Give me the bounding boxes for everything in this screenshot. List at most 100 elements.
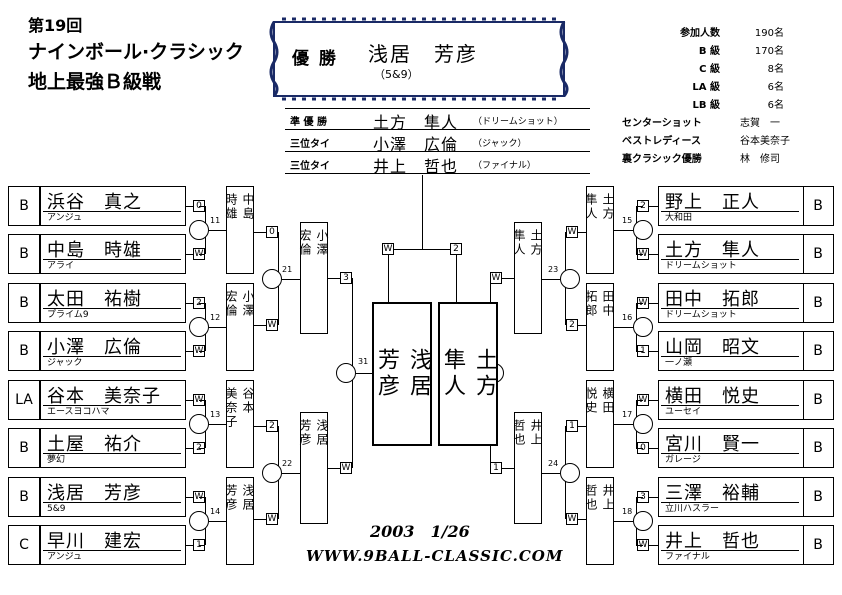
bracket-line <box>186 497 193 498</box>
advancer-card: 横田 悦史 <box>584 380 615 468</box>
player-name: 中島 時雄 <box>47 240 142 261</box>
player-affiliation: ドリームショット <box>665 261 737 271</box>
advancer-card: 中島 時雄 <box>224 186 255 274</box>
bracket-line <box>578 519 586 520</box>
bracket-line <box>388 249 389 302</box>
name-underline <box>661 308 799 309</box>
bracket-line <box>614 521 633 522</box>
score-box: W <box>266 319 278 331</box>
match-circle <box>336 363 356 383</box>
name-underline <box>661 211 799 212</box>
score-box: 2 <box>450 243 462 255</box>
player-card: 土方 隼人ドリームショット <box>658 234 804 274</box>
bracket-line <box>199 400 205 401</box>
bracket-line <box>282 278 300 280</box>
match-number: 18 <box>622 507 633 516</box>
name-underline <box>661 405 799 406</box>
award-value: 谷本美奈子 <box>740 136 790 147</box>
bracket-line <box>578 426 586 427</box>
result-affiliation: （ドリームショット） <box>473 117 563 127</box>
match-number: 17 <box>622 410 633 419</box>
result-affiliation: （ファイナル） <box>473 161 536 171</box>
bracket-line <box>186 448 193 449</box>
advancer-card: 井上 哲也 <box>584 477 615 565</box>
score-box: W <box>566 226 578 238</box>
player-name: 横田 悦史 <box>665 386 760 407</box>
player-affiliation: ガレージ <box>665 455 701 465</box>
player-name: 野上 正人 <box>665 192 760 213</box>
scroll-ornament <box>269 17 569 101</box>
match-number: 11 <box>210 216 221 225</box>
stat-label: C 級 <box>699 64 720 75</box>
player-name: 田中 拓郎 <box>665 289 760 310</box>
player-affiliation: 5&9 <box>47 504 66 514</box>
bracket-line <box>649 545 658 546</box>
bracket-line <box>502 278 514 279</box>
player-affiliation: ファイナル <box>665 552 710 562</box>
player-card: 小澤 広倫ジャック <box>40 331 186 371</box>
award-label: 裏クラシック優勝 <box>622 154 702 165</box>
name-underline <box>43 502 181 503</box>
bracket-line <box>636 254 643 255</box>
advancer-card: 小澤 宏倫 <box>224 283 255 371</box>
semifinalist-card: 浅居 芳彦 <box>298 412 329 524</box>
bracket-line <box>282 472 300 474</box>
bracket-line <box>186 303 193 304</box>
bracket-line <box>186 400 193 401</box>
class-badge: B <box>802 283 834 323</box>
bracket-line <box>199 303 205 304</box>
match-circle <box>189 317 209 337</box>
player-card: 横田 悦史ユーセイ <box>658 380 804 420</box>
match-circle <box>189 220 209 240</box>
stat-value: 170名 <box>754 46 784 57</box>
name-underline <box>43 259 181 260</box>
name-underline <box>43 308 181 309</box>
website-url: WWW.9BALL-CLASSIC.COM <box>306 547 564 565</box>
score-box: 0 <box>266 226 278 238</box>
player-name: 浅居 芳彦 <box>47 483 142 504</box>
bracket-line <box>502 468 514 469</box>
bracket-line <box>254 325 266 326</box>
score-box: 1 <box>490 462 502 474</box>
bracket-line <box>186 351 193 352</box>
player-card: 太田 祐樹プライム9 <box>40 283 186 323</box>
player-card: 土屋 祐介夢幻 <box>40 428 186 468</box>
match-number: 21 <box>282 264 293 274</box>
semifinalist-card: 土方 隼人 <box>512 222 543 334</box>
result-label: 三位タイ <box>290 139 330 150</box>
award-label: センターショット <box>622 118 702 129</box>
player-affiliation: 夢幻 <box>47 455 66 465</box>
class-badge: B <box>8 428 40 468</box>
player-card: 浜谷 真之アンジュ <box>40 186 186 226</box>
match-circle <box>189 414 209 434</box>
match-number: 24 <box>548 458 559 468</box>
champion-affiliation: （5&9） <box>374 68 419 81</box>
bracket-line <box>649 254 658 255</box>
score-box: W <box>340 462 352 474</box>
player-card: 宮川 賢一ガレージ <box>658 428 804 468</box>
semifinalist-card: 小澤 宏倫 <box>298 222 329 334</box>
advancer-card: 土方 隼人 <box>584 186 615 274</box>
bracket-line <box>578 232 586 233</box>
bracket-line <box>254 232 266 233</box>
bracket-line <box>636 400 643 401</box>
class-badge: B <box>8 186 40 226</box>
finalist-card: 浅居 芳彦 <box>372 302 432 446</box>
player-name: 土方 隼人 <box>665 240 760 261</box>
score-box: 1 <box>566 420 578 432</box>
name-underline <box>661 356 799 357</box>
class-badge: B <box>802 477 834 517</box>
bracket-line <box>636 351 643 352</box>
player-card: 野上 正人大和田 <box>658 186 804 226</box>
stat-value: 6名 <box>767 82 784 93</box>
player-name: 宮川 賢一 <box>665 434 760 455</box>
class-badge: B <box>802 234 834 274</box>
player-affiliation: ドリームショット <box>665 310 737 320</box>
player-name: 浜谷 真之 <box>47 192 142 213</box>
class-badge: B <box>802 186 834 226</box>
bracket-line <box>636 303 643 304</box>
player-name: 谷本 美奈子 <box>47 386 161 407</box>
match-number: 13 <box>210 410 221 419</box>
bracket-line <box>542 278 560 280</box>
award-label: ベストレディース <box>622 136 701 147</box>
